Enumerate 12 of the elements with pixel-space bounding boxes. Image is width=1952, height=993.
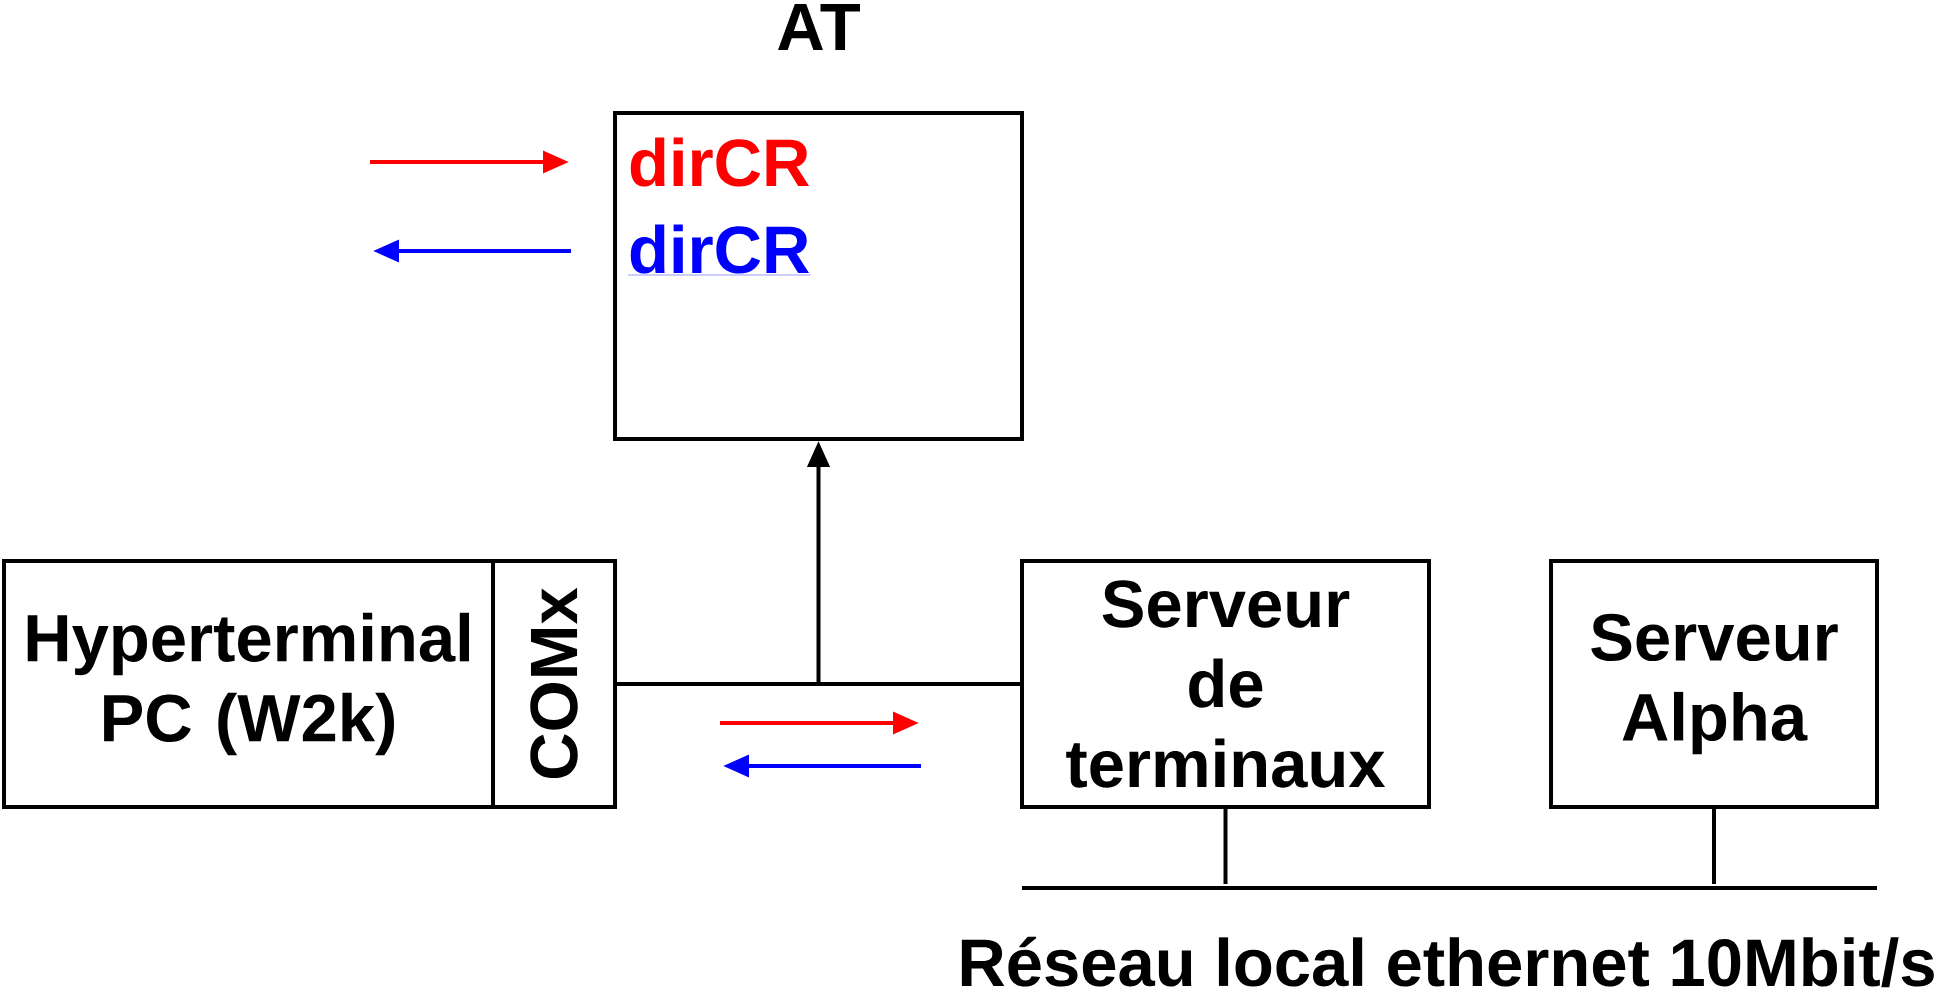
network-label: Réseau local ethernet 10Mbit/s: [961, 936, 1934, 988]
connector: [1712, 809, 1716, 884]
box: Serveur de terminaux: [1020, 559, 1431, 809]
network-bus: [1022, 886, 1877, 890]
address-text: dirCR: [627, 224, 811, 276]
box: Hyperterminal PC (W2k): [2, 559, 495, 809]
box: COMx: [491, 559, 617, 809]
address-text: dirCR: [630, 137, 809, 187]
connector: [1223, 809, 1228, 884]
box-heading: AT: [778, 3, 860, 51]
box: Serveur Alpha: [1549, 559, 1879, 809]
connector: [617, 682, 1020, 686]
